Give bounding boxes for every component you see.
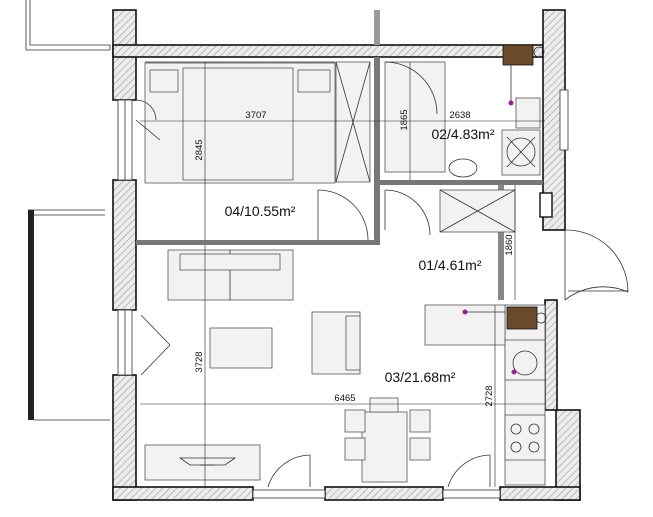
dim-hall-depth: 1860	[504, 234, 515, 255]
wall-bottom-right	[499, 486, 581, 501]
room-label-01: 01/4.61m²	[418, 257, 481, 273]
chair	[344, 437, 366, 461]
partition-bedroom-living	[136, 240, 379, 245]
dim-bath-width: 2638	[449, 110, 470, 121]
bathtub	[384, 61, 446, 173]
partition-bath-hall	[380, 180, 543, 185]
nightstand-left	[149, 69, 179, 93]
wall-top	[112, 44, 544, 58]
bedroom-door	[135, 99, 369, 241]
entry-panel	[539, 192, 553, 218]
dim-bath-depth: 1865	[399, 109, 410, 130]
wall-bottom-mid	[324, 486, 444, 501]
partition-bedroom-bath	[374, 57, 380, 245]
room-label-02: 02/4.83m²	[431, 126, 494, 142]
room-label-04: 04/10.55m²	[225, 203, 296, 219]
partition-top-neighbor	[374, 10, 380, 45]
windows	[117, 89, 569, 499]
dim-bedroom-depth: 2845	[194, 139, 205, 160]
dim-living-width: 6465	[334, 393, 355, 404]
wall-bottom-left	[112, 486, 254, 501]
vent-shaft-kitchen	[506, 306, 538, 330]
nightstand-right	[297, 69, 331, 93]
chair	[344, 409, 366, 433]
hob	[504, 414, 546, 461]
toilet	[515, 97, 541, 129]
balcony	[25, 0, 111, 421]
room-label-03: 03/21.68m²	[385, 369, 456, 385]
partitions	[136, 10, 543, 300]
partition-hall-kitchen	[498, 185, 504, 300]
bathroom-fixtures	[384, 44, 545, 178]
dim-living-depth: 3728	[194, 351, 205, 372]
dining-table	[361, 411, 408, 483]
coffee-table	[209, 327, 273, 369]
washbasin	[448, 158, 478, 178]
living-furniture	[140, 249, 491, 488]
chair	[409, 409, 431, 433]
walls	[112, 9, 581, 501]
vent-shaft-top	[502, 44, 534, 66]
tv-unit	[144, 444, 261, 481]
dim-bedroom-width: 3707	[245, 110, 266, 121]
kitchen	[424, 304, 547, 486]
wall-left-bottom	[112, 374, 137, 501]
dimension-lines	[140, 62, 545, 487]
sink	[504, 339, 546, 381]
dim-kitchen-depth: 2728	[484, 385, 495, 406]
chair	[409, 437, 431, 461]
wall-left-mid	[112, 179, 137, 311]
wall-right-mid	[544, 299, 558, 411]
hallway	[384, 189, 629, 301]
bedroom-furniture	[144, 61, 371, 184]
chair	[369, 397, 399, 413]
